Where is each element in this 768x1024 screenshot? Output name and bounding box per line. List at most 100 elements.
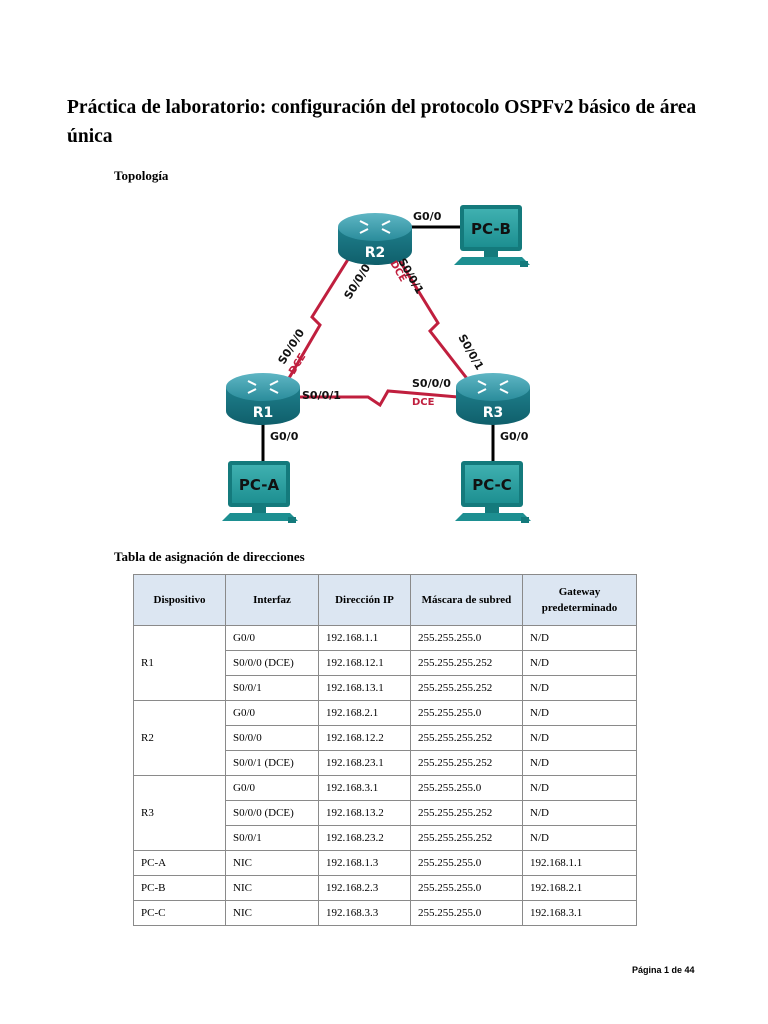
mask-cell: 255.255.255.252	[410, 750, 523, 776]
gateway-cell: 192.168.3.1	[522, 900, 637, 926]
table-heading: Tabla de asignación de direcciones	[114, 549, 305, 564]
r1-g00-label: G0/0	[270, 430, 299, 443]
r3-s000-label: S0/0/0	[412, 377, 451, 390]
r3-g00-label: G0/0	[500, 430, 529, 443]
ip-cell: 192.168.2.3	[318, 875, 411, 901]
router-r3: R3	[456, 373, 530, 425]
router-arrows-icon	[477, 380, 509, 394]
device-cell: R1	[133, 625, 226, 701]
interface-cell: S0/0/0	[225, 725, 319, 751]
mask-cell: 255.255.255.252	[410, 825, 523, 851]
device-cell: PC-B	[133, 875, 226, 901]
ip-cell: 192.168.23.2	[318, 825, 411, 851]
device-cell: R2	[133, 700, 226, 776]
ip-cell: 192.168.3.1	[318, 775, 411, 801]
interface-cell: G0/0	[225, 775, 319, 801]
r2-g00-label: G0/0	[413, 210, 442, 223]
interface-cell: NIC	[225, 875, 319, 901]
gateway-cell: N/D	[522, 650, 637, 676]
router-arrows-icon	[359, 220, 391, 234]
interface-cell: S0/0/0 (DCE)	[225, 800, 319, 826]
ip-cell: 192.168.13.2	[318, 800, 411, 826]
interface-cell: G0/0	[225, 700, 319, 726]
header-direccion-ip: Dirección IP	[318, 574, 411, 626]
page-title: Práctica de laboratorio: configuración d…	[67, 97, 697, 147]
gateway-cell: N/D	[522, 800, 637, 826]
gateway-cell: N/D	[522, 625, 637, 651]
r1-s001-label: S0/0/1	[302, 389, 341, 402]
ip-cell: 192.168.12.2	[318, 725, 411, 751]
gateway-cell: N/D	[522, 825, 637, 851]
mask-cell: 255.255.255.0	[410, 775, 523, 801]
table-row: R2 G0/0 192.168.2.1 255.255.255.0 N/D	[133, 700, 637, 776]
router-arrows-icon	[247, 380, 279, 394]
pc-a: PC-A	[222, 461, 298, 523]
gateway-cell: N/D	[522, 775, 637, 801]
router-r1: R1	[226, 373, 300, 425]
ip-cell: 192.168.1.1	[318, 625, 411, 651]
mask-cell: 255.255.255.0	[410, 625, 523, 651]
header-interfaz: Interfaz	[225, 574, 319, 626]
mask-cell: 255.255.255.252	[410, 675, 523, 701]
mask-cell: 255.255.255.252	[410, 725, 523, 751]
device-cell: R3	[133, 775, 226, 851]
ip-cell: 192.168.1.3	[318, 850, 411, 876]
interface-cell: S0/0/1	[225, 675, 319, 701]
gateway-cell: N/D	[522, 750, 637, 776]
ip-cell: 192.168.23.1	[318, 750, 411, 776]
interface-cell: NIC	[225, 850, 319, 876]
router-r3-label: R3	[483, 405, 504, 421]
table-row: R3 G0/0 192.168.3.1 255.255.255.0 N/D	[133, 775, 637, 851]
router-r2: R2	[338, 213, 412, 265]
table-row: R1 G0/0 192.168.1.1 255.255.255.0 N/D	[133, 625, 637, 701]
table-row: PC-C NIC 192.168.3.3 255.255.255.0 192.1…	[133, 900, 637, 926]
table-row: S0/0/0 192.168.12.2 255.255.255.252 N/D	[134, 725, 637, 751]
gateway-cell: N/D	[522, 675, 637, 701]
pc-c: PC-C	[455, 461, 531, 523]
gateway-cell: N/D	[522, 700, 637, 726]
serial-link-r2-r3	[393, 252, 474, 386]
router-r1-label: R1	[253, 405, 274, 421]
pc-a-label: PC-A	[239, 476, 280, 494]
page-number: Página 1 de 44	[632, 965, 695, 975]
r3-dce-label: DCE	[412, 397, 435, 408]
ip-cell: 192.168.3.3	[318, 900, 411, 926]
header-dispositivo: Dispositivo	[133, 574, 226, 626]
pc-b-label: PC-B	[471, 220, 511, 238]
gateway-cell: 192.168.2.1	[522, 875, 637, 901]
header-mascara: Máscara de subred	[410, 574, 523, 626]
router-r2-label: R2	[365, 245, 386, 261]
interface-cell: NIC	[225, 900, 319, 926]
interface-cell: S0/0/1 (DCE)	[225, 750, 319, 776]
interface-cell: S0/0/0 (DCE)	[225, 650, 319, 676]
topology-diagram: R2 R1 R3 PC-B PC-A	[222, 205, 531, 523]
table-row: S0/0/0 (DCE) 192.168.12.1 255.255.255.25…	[134, 650, 637, 676]
r2-s000-label: S0/0/0	[342, 261, 374, 301]
table-row: S0/0/1 (DCE) 192.168.23.1 255.255.255.25…	[134, 750, 637, 776]
table-row: S0/0/1 192.168.23.2 255.255.255.252 N/D	[134, 825, 637, 851]
pc-b: PC-B	[454, 205, 530, 267]
interface-cell: G0/0	[225, 625, 319, 651]
mask-cell: 255.255.255.0	[410, 875, 523, 901]
device-cell: PC-C	[133, 900, 226, 926]
mask-cell: 255.255.255.0	[410, 700, 523, 726]
pc-c-label: PC-C	[472, 476, 512, 494]
gateway-cell: 192.168.1.1	[522, 850, 637, 876]
mask-cell: 255.255.255.252	[410, 650, 523, 676]
r3-s001-label: S0/0/1	[455, 332, 486, 372]
serial-link-r1-r2	[283, 252, 354, 386]
table-row: PC-A NIC 192.168.1.3 255.255.255.0 192.1…	[133, 850, 637, 876]
gateway-cell: N/D	[522, 725, 637, 751]
table-row: PC-B NIC 192.168.2.3 255.255.255.0 192.1…	[133, 875, 637, 901]
device-cell: PC-A	[133, 850, 226, 876]
ip-cell: 192.168.13.1	[318, 675, 411, 701]
ip-cell: 192.168.12.1	[318, 650, 411, 676]
serial-link-r1-r3	[300, 389, 459, 408]
header-gateway: Gateway predeterminado	[522, 574, 637, 626]
mask-cell: 255.255.255.0	[410, 900, 523, 926]
address-table: Dispositivo Interfaz Dirección IP Máscar…	[133, 574, 637, 926]
interface-cell: S0/0/1	[225, 825, 319, 851]
table-header-row: Dispositivo Interfaz Dirección IP Máscar…	[133, 574, 637, 626]
topology-heading: Topología	[114, 168, 169, 183]
mask-cell: 255.255.255.252	[410, 800, 523, 826]
